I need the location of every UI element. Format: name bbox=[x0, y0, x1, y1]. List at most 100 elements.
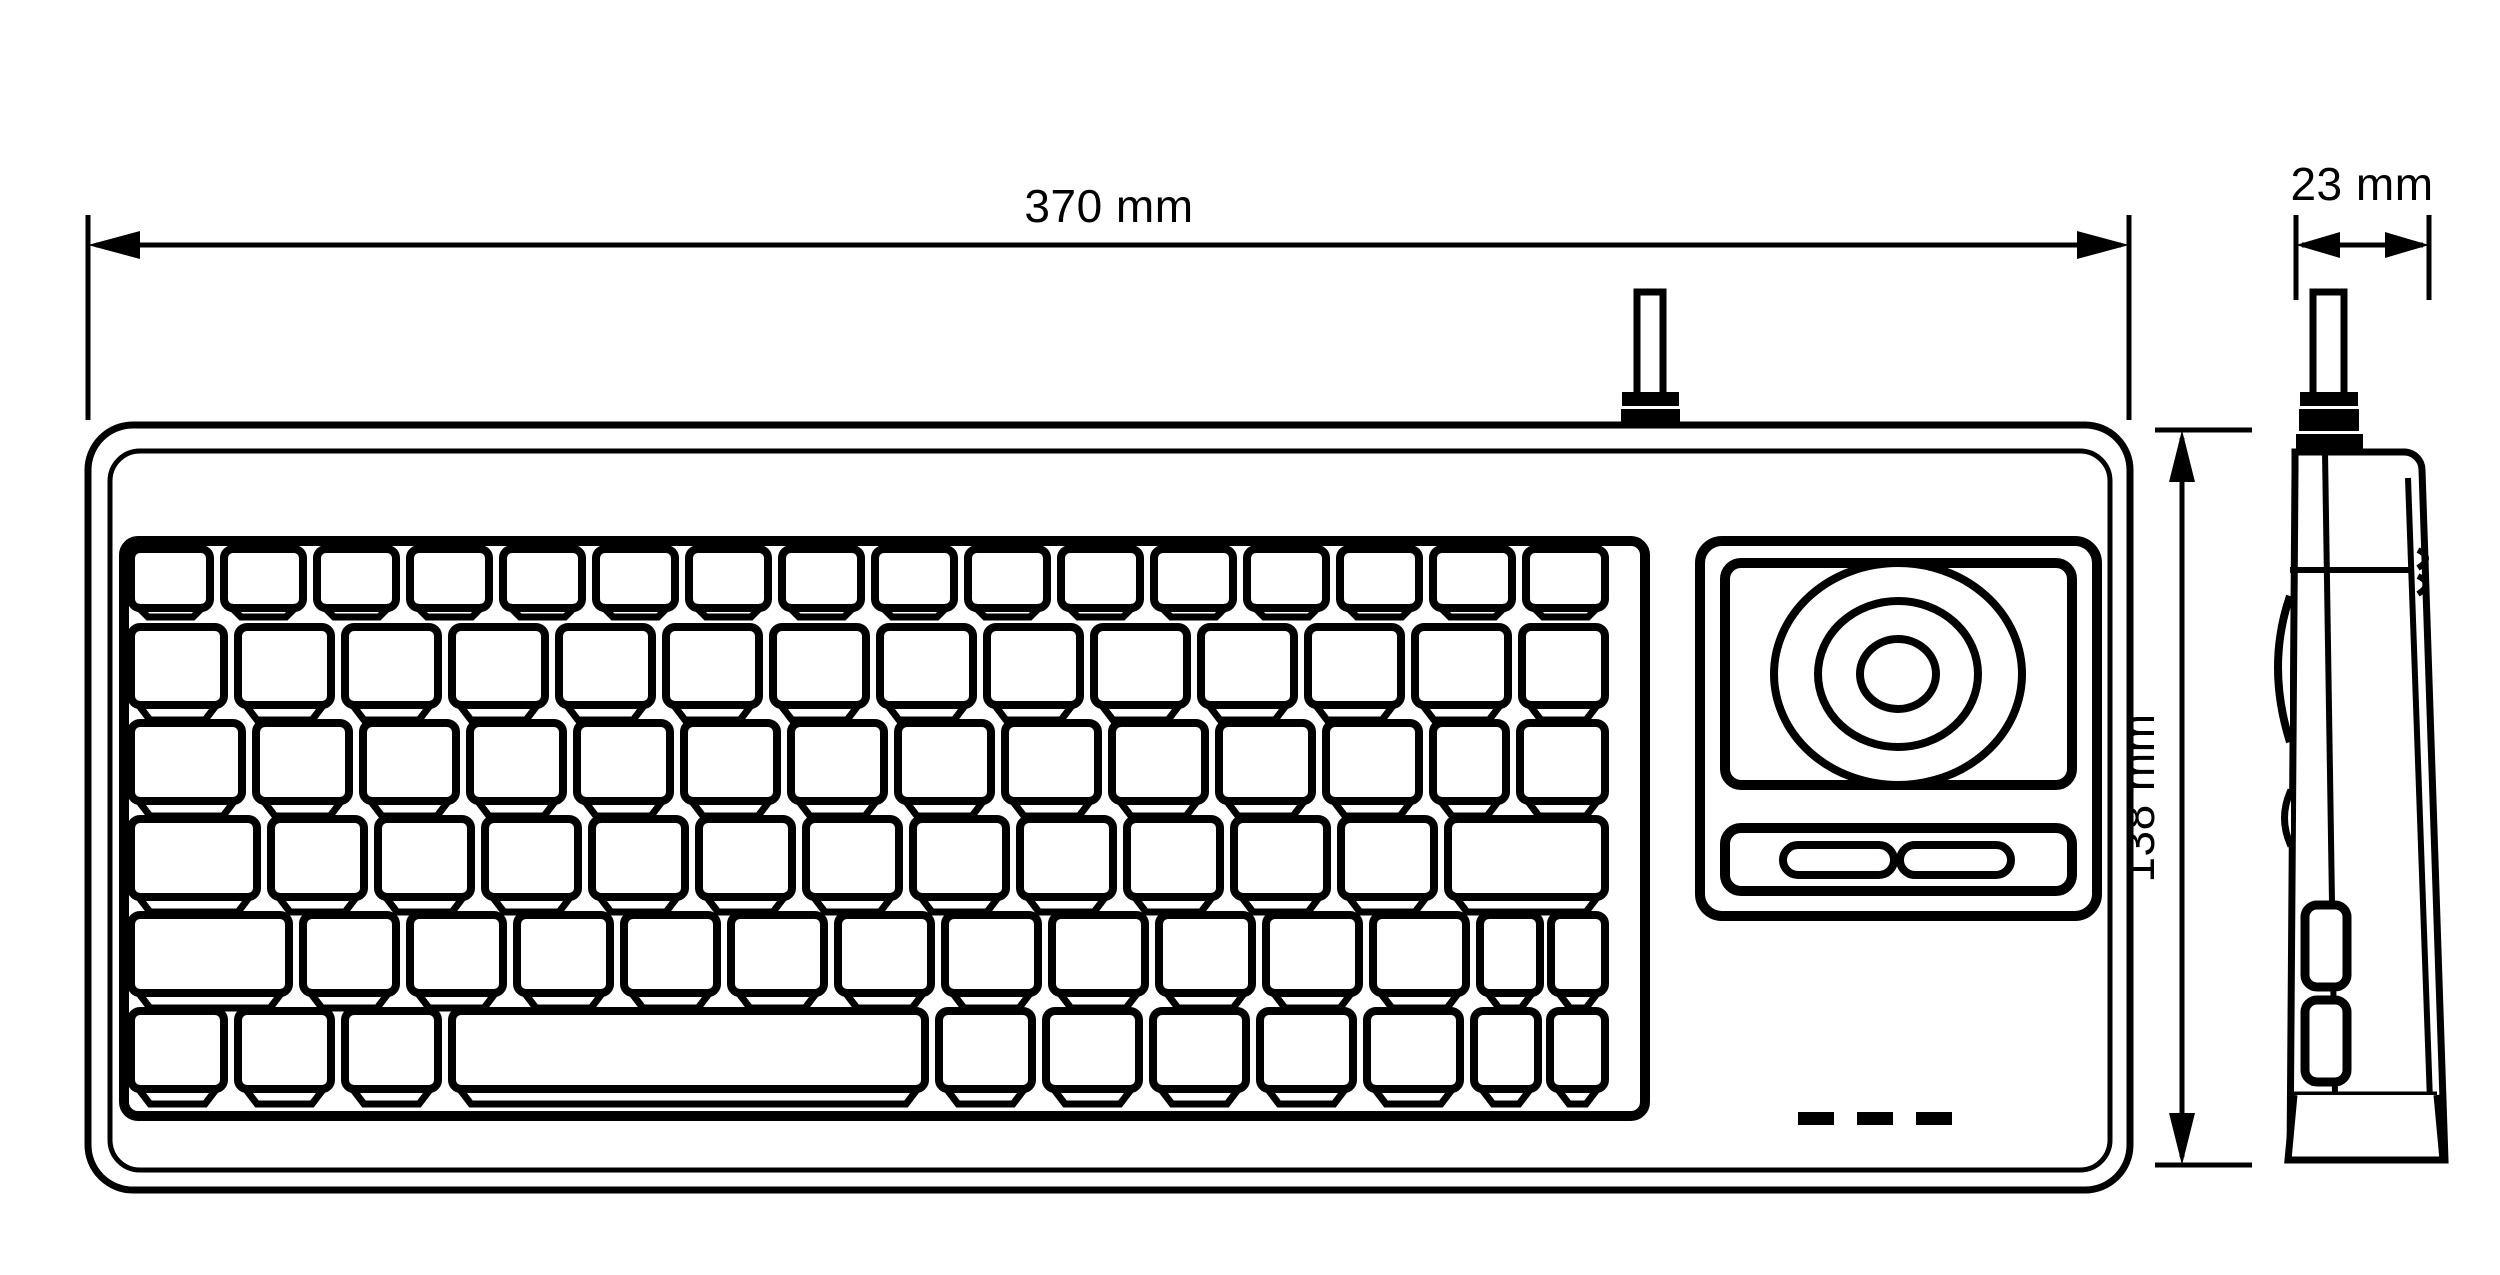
key[interactable] bbox=[1546, 1007, 1609, 1108]
spacebar-key[interactable] bbox=[448, 1007, 929, 1108]
key[interactable] bbox=[1516, 719, 1609, 820]
key[interactable] bbox=[481, 815, 582, 916]
key[interactable] bbox=[406, 911, 507, 1012]
side-cable-collar-2 bbox=[2299, 409, 2359, 431]
key[interactable] bbox=[1230, 815, 1331, 916]
height-arrow-left bbox=[2296, 232, 2340, 258]
mouse-button-left[interactable] bbox=[1779, 841, 1898, 879]
key[interactable] bbox=[359, 719, 460, 820]
key[interactable] bbox=[267, 815, 368, 916]
key[interactable] bbox=[374, 815, 475, 916]
key[interactable] bbox=[894, 719, 995, 820]
key[interactable] bbox=[466, 719, 567, 820]
key[interactable] bbox=[127, 719, 246, 820]
key[interactable] bbox=[573, 719, 674, 820]
key[interactable] bbox=[662, 623, 763, 724]
key[interactable] bbox=[1336, 545, 1423, 621]
led-indicator-1 bbox=[1798, 1112, 1834, 1125]
key[interactable] bbox=[313, 545, 400, 621]
key[interactable] bbox=[127, 1007, 228, 1108]
key[interactable] bbox=[941, 911, 1042, 1012]
key[interactable] bbox=[252, 719, 353, 820]
key[interactable] bbox=[685, 545, 772, 621]
key[interactable] bbox=[1444, 815, 1609, 916]
key[interactable] bbox=[620, 911, 721, 1012]
side-foot-lower bbox=[2300, 995, 2352, 1087]
key[interactable] bbox=[1149, 1007, 1250, 1108]
key[interactable] bbox=[448, 623, 549, 724]
key[interactable] bbox=[1518, 623, 1609, 724]
key[interactable] bbox=[234, 623, 335, 724]
key[interactable] bbox=[406, 545, 493, 621]
key[interactable] bbox=[1337, 815, 1438, 916]
key[interactable] bbox=[299, 911, 400, 1012]
key[interactable] bbox=[802, 815, 903, 916]
key[interactable] bbox=[680, 719, 781, 820]
key[interactable] bbox=[695, 815, 796, 916]
height-dimension: 23 mm bbox=[2290, 158, 2433, 300]
key[interactable] bbox=[1411, 623, 1512, 724]
side-cable-stem bbox=[2309, 288, 2348, 401]
key[interactable] bbox=[1262, 911, 1363, 1012]
key[interactable] bbox=[1090, 623, 1191, 724]
key[interactable] bbox=[499, 545, 586, 621]
key[interactable] bbox=[1429, 719, 1510, 820]
key[interactable] bbox=[1048, 911, 1149, 1012]
key[interactable] bbox=[1470, 1007, 1542, 1108]
key[interactable] bbox=[127, 623, 228, 724]
mouse-button-right[interactable] bbox=[1896, 841, 2015, 879]
key[interactable] bbox=[787, 719, 888, 820]
key[interactable] bbox=[834, 911, 935, 1012]
key[interactable] bbox=[1522, 545, 1609, 621]
width-dimension: 370 mm bbox=[85, 180, 2132, 420]
led-indicator-group bbox=[1798, 1112, 1952, 1125]
key[interactable] bbox=[1476, 911, 1544, 1012]
key[interactable] bbox=[1057, 545, 1144, 621]
key[interactable] bbox=[1215, 719, 1316, 820]
key[interactable] bbox=[127, 911, 293, 1012]
key[interactable] bbox=[1363, 1007, 1464, 1108]
key-row-2 bbox=[127, 623, 1609, 724]
key[interactable] bbox=[769, 623, 870, 724]
key[interactable] bbox=[1155, 911, 1256, 1012]
key[interactable] bbox=[1256, 1007, 1357, 1108]
key[interactable] bbox=[220, 545, 307, 621]
key[interactable] bbox=[341, 1007, 442, 1108]
key[interactable] bbox=[588, 815, 689, 916]
key[interactable] bbox=[1243, 545, 1330, 621]
key[interactable] bbox=[909, 815, 1010, 916]
cable-collar-1 bbox=[1622, 392, 1679, 406]
key[interactable] bbox=[1547, 911, 1609, 1012]
trackball[interactable] bbox=[1770, 559, 2026, 789]
key[interactable] bbox=[341, 623, 442, 724]
key[interactable] bbox=[1016, 815, 1117, 916]
key[interactable] bbox=[1429, 545, 1516, 621]
key[interactable] bbox=[1197, 623, 1298, 724]
key[interactable] bbox=[1150, 545, 1237, 621]
key[interactable] bbox=[592, 545, 679, 621]
side-view bbox=[2274, 288, 2449, 1164]
key[interactable] bbox=[513, 911, 614, 1012]
key[interactable] bbox=[983, 623, 1084, 724]
key[interactable] bbox=[727, 911, 828, 1012]
key[interactable] bbox=[1304, 623, 1405, 724]
key[interactable] bbox=[871, 545, 958, 621]
key[interactable] bbox=[127, 545, 214, 621]
key[interactable] bbox=[555, 623, 656, 724]
key[interactable] bbox=[1123, 815, 1224, 916]
key[interactable] bbox=[234, 1007, 335, 1108]
case-inner-bevel bbox=[107, 448, 2113, 1173]
key[interactable] bbox=[964, 545, 1051, 621]
key[interactable] bbox=[1108, 719, 1209, 820]
key[interactable] bbox=[778, 545, 865, 621]
side-trackball-bulge bbox=[2274, 594, 2294, 744]
key[interactable] bbox=[1369, 911, 1470, 1012]
key[interactable] bbox=[935, 1007, 1036, 1108]
led-indicator-2 bbox=[1857, 1112, 1893, 1125]
key[interactable] bbox=[1322, 719, 1423, 820]
key[interactable] bbox=[1001, 719, 1102, 820]
key[interactable] bbox=[127, 815, 261, 916]
key[interactable] bbox=[1042, 1007, 1143, 1108]
key[interactable] bbox=[876, 623, 977, 724]
